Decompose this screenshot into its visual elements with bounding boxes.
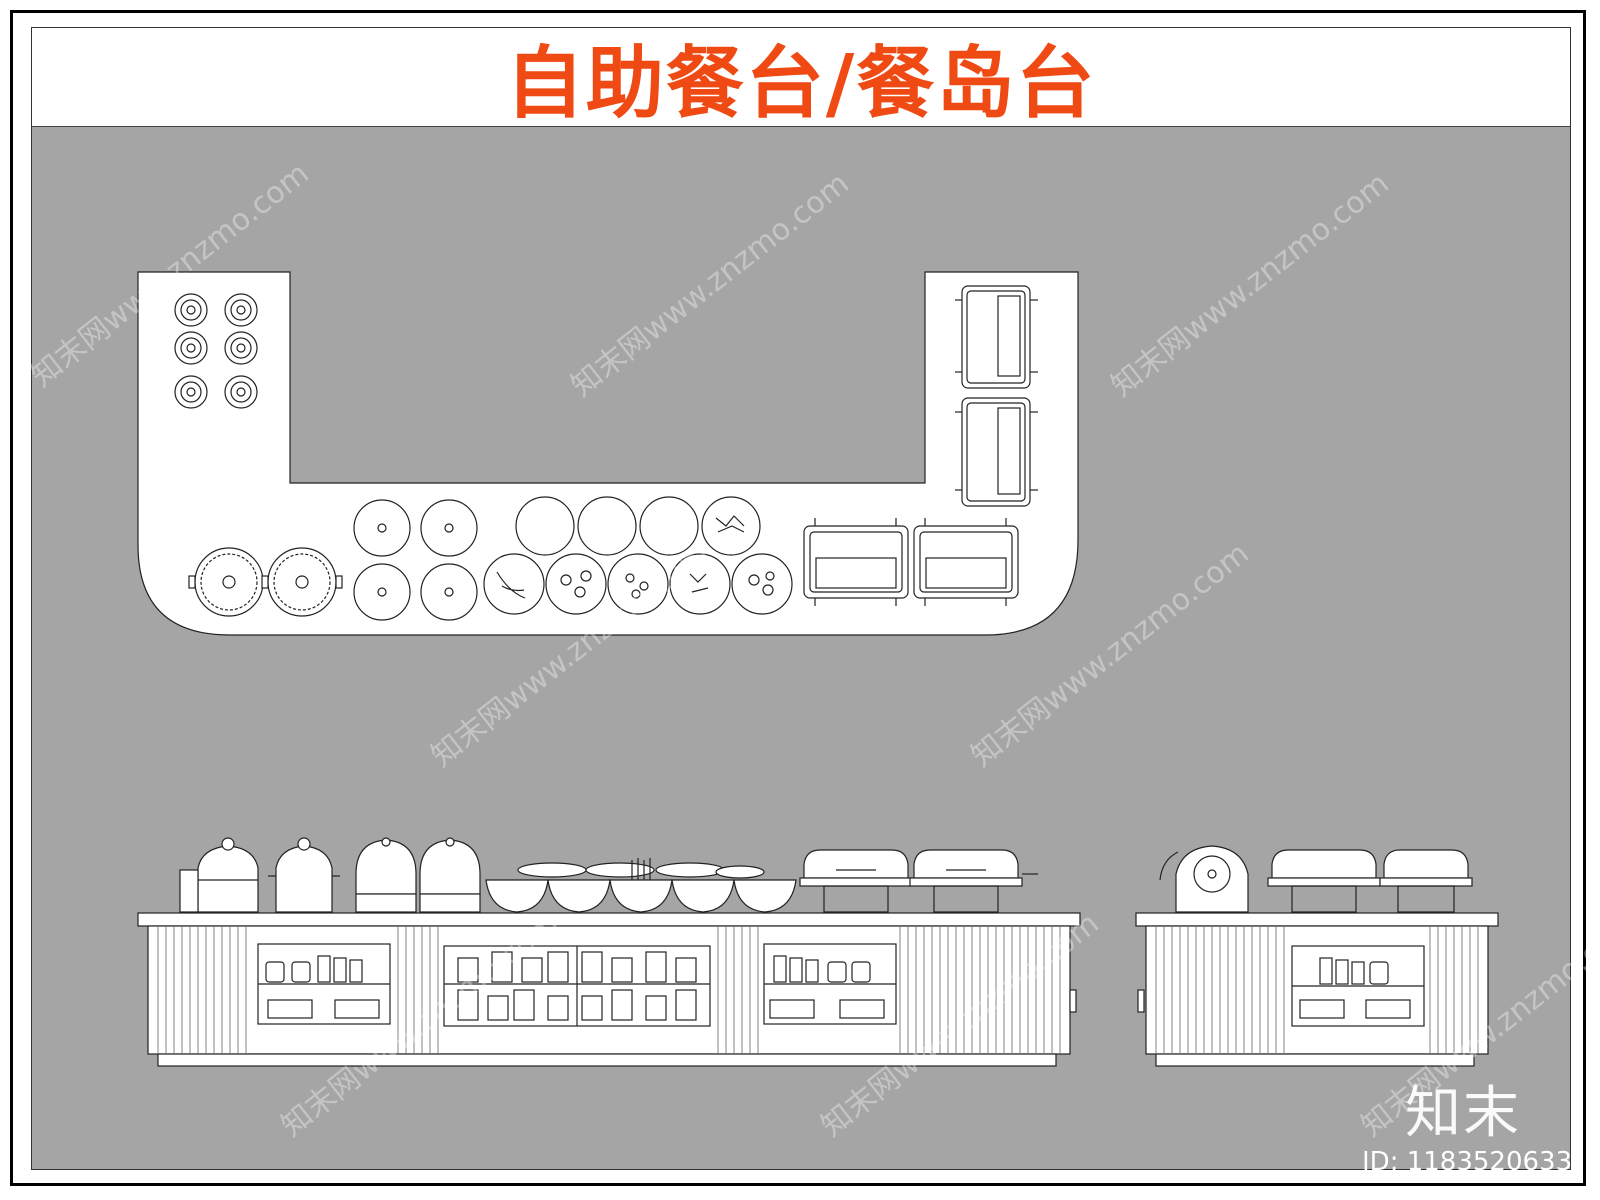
side-slats [1155,926,1479,1054]
elevation-shelf-left [257,943,391,1025]
bowl-plan-row-bottom [483,553,793,615]
plan-view [137,271,1079,636]
page-title: 自助餐台/餐岛台 [505,39,1097,129]
side-elevation [1135,845,1499,1067]
side-chafing-dish-1 [1267,849,1381,913]
outer-frame [10,10,1586,1186]
title-band: 自助餐台/餐岛台 [32,28,1570,129]
id-label: ID: 1183520633 [1362,1147,1573,1177]
elevation-chafing-dish-1 [799,849,913,913]
brand-logo: 知末 [1405,1081,1521,1146]
chafing-dish-horizontal-1 [803,518,909,606]
side-chafing-dish-2 [1379,849,1473,913]
elevation-slats [157,926,1061,1054]
dome-cover-plan-group [353,499,478,621]
elevation-shelf-right [763,943,897,1025]
side-plinth [1155,1053,1475,1067]
elevation-bowls-row [485,858,797,913]
elevation-dome-1 [355,837,417,913]
chafing-dish-vertical-2 [955,397,1038,507]
stock-pot-plan-2 [261,547,343,617]
elevation-countertop [137,912,1081,927]
elevation-side-knob [1069,989,1077,1013]
soup-ring-group [174,293,258,409]
side-shelf [1291,945,1425,1027]
elevation-stock-pot-2 [268,837,340,913]
elevation-plinth [157,1053,1057,1067]
chafing-dish-horizontal-2 [913,518,1019,606]
side-countertop [1135,912,1499,927]
elevation-chafing-dish-2 [909,849,1038,913]
elevation-dome-2 [419,837,481,913]
plate-plan-row-top [515,496,761,556]
inner-frame [31,27,1571,1170]
elevation-stock-pot-1 [179,837,259,913]
chafing-dish-vertical-1 [955,285,1038,389]
side-knob [1137,989,1145,1013]
front-elevation [137,837,1081,1067]
elevation-shelf-center [443,945,711,1027]
side-stock-pot [1159,845,1249,913]
